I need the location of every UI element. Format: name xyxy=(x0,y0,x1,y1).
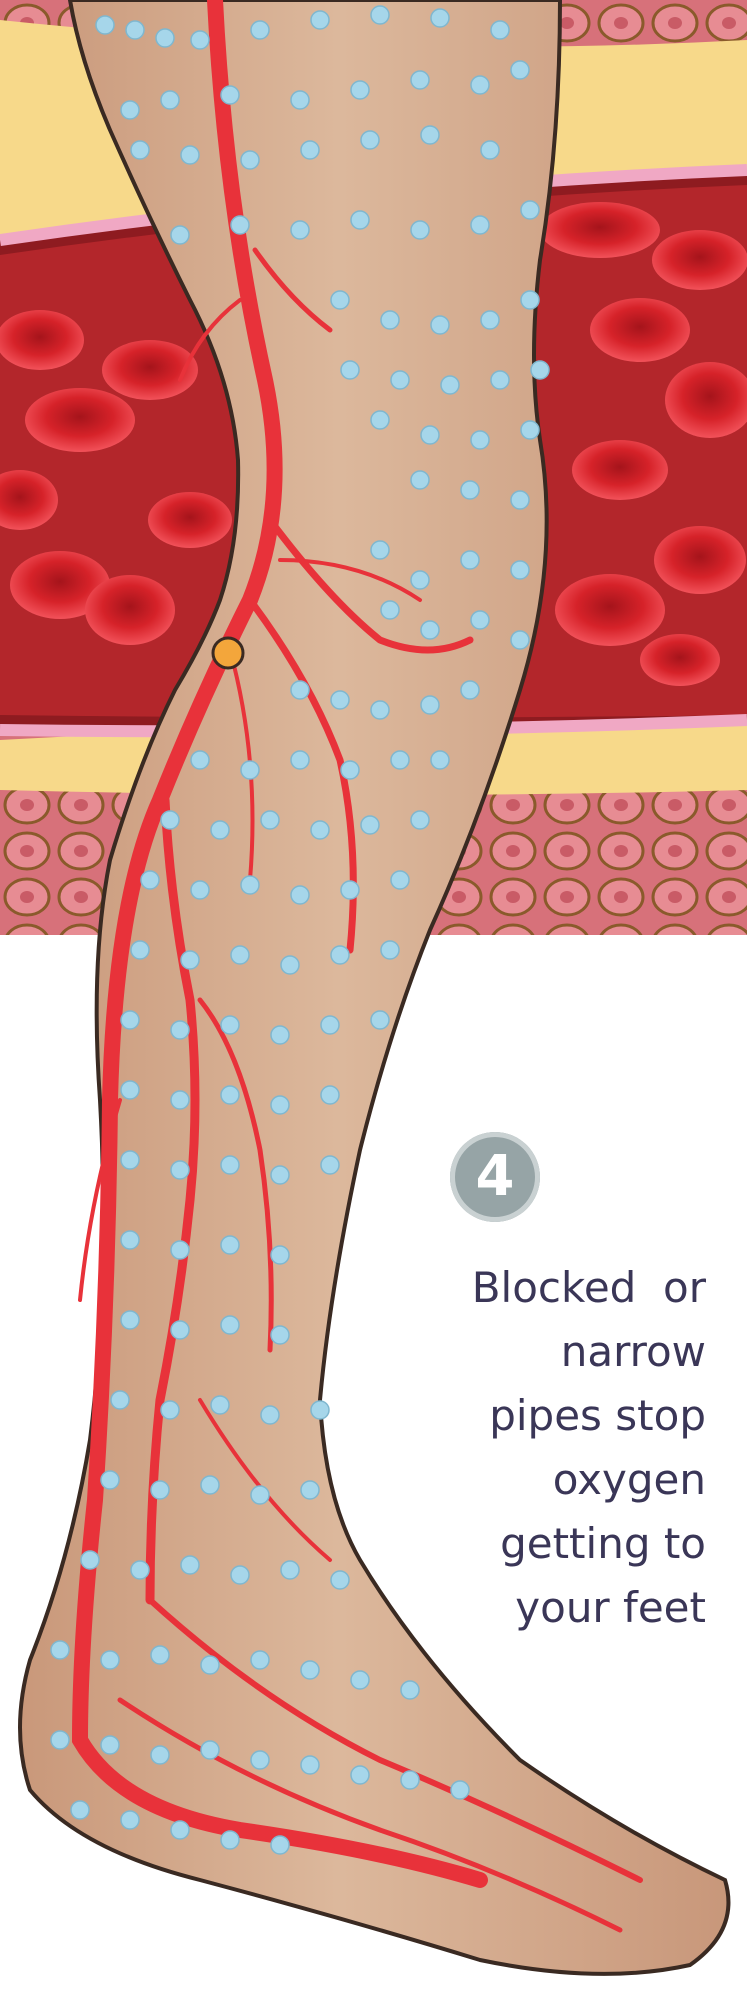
caption-line: oxygen xyxy=(430,1448,706,1512)
step-badge: 4 xyxy=(450,1132,540,1222)
caption-line: your feet xyxy=(430,1576,706,1640)
caption: Blocked or narrow pipes stop oxygen gett… xyxy=(430,1256,706,1640)
step-number: 4 xyxy=(450,1132,540,1222)
caption-line: narrow xyxy=(430,1320,706,1384)
caption-line: getting to xyxy=(430,1512,706,1576)
caption-line: pipes stop xyxy=(430,1384,706,1448)
blockage-marker xyxy=(213,638,243,668)
caption-line: Blocked or xyxy=(430,1256,706,1320)
